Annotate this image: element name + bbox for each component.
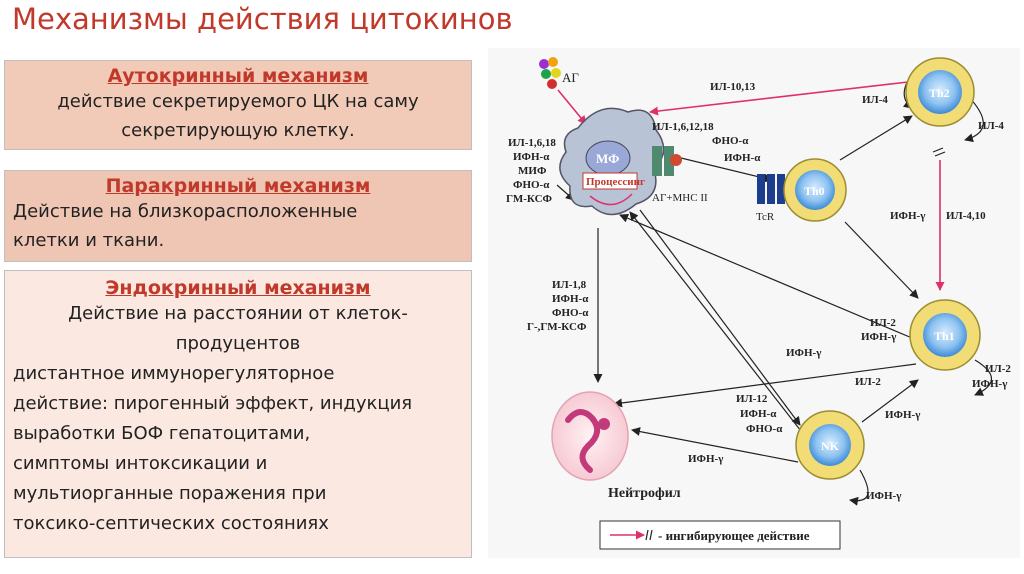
endocrine-line: Действие на расстоянии от клеток- (68, 303, 408, 324)
label-nk-cytokines: ИФН-α (740, 408, 777, 420)
label-il2-th1-self: ИЛ-2 (985, 363, 1011, 375)
arrow-nk-mf (629, 211, 809, 441)
arrow-nk-th1 (861, 379, 919, 423)
autocrine-line: секретирующую клетку. (121, 120, 355, 141)
arrow-nk-self (849, 469, 869, 506)
label-ifn-gamma-nk: ИФН-γ (885, 409, 920, 421)
label-il2-th1: ИФН-γ (861, 331, 896, 343)
autocrine-box: Аутокринный механизм действие секретируе… (4, 60, 472, 150)
label-il-10-13: ИЛ-10,13 (710, 81, 756, 93)
paracrine-line: клетки и ткани. (13, 230, 165, 251)
label-nk-cytokines: ФНО-α (746, 423, 783, 435)
arrow-th2-mf-inhibit (649, 81, 909, 116)
tcr-receptor-icon (757, 174, 785, 204)
label-il2-nk: ИЛ-2 (855, 376, 881, 388)
arrow-mf-nk (639, 209, 801, 426)
arrow-th1-mf (619, 213, 913, 339)
label-mf-right: ФНО-α (712, 135, 749, 147)
label-mf-neutrophil: ФНО-α (552, 307, 589, 319)
label-il-4-10: ИЛ-4,10 (946, 210, 986, 222)
arrow-th0-th2 (839, 115, 913, 161)
endocrine-line: токсико-септических состояниях (13, 513, 329, 534)
label-ifn-gamma-th: ИФН-γ (890, 210, 925, 222)
label-th1: Th1 (934, 329, 955, 343)
arrow-nk-neutrophil (631, 427, 799, 463)
paracrine-heading: Паракринный механизм (105, 175, 371, 197)
label-mf-neutrophil: Г-,ГМ-КСФ (527, 321, 587, 333)
arrow-th1-self (974, 359, 993, 396)
label-mf-left: ИФН-α (513, 151, 550, 163)
label-mf-left: ГМ-КСФ (506, 193, 553, 205)
label-il4-a: ИЛ-4 (862, 94, 888, 106)
paracrine-line: Действие на близкорасположенные (13, 201, 358, 222)
neutrophil-cell (551, 391, 629, 481)
label-mf-neutrophil: ИЛ-1,8 (552, 279, 587, 291)
label-il2-th1-self: ИФН-γ (972, 378, 1007, 390)
endocrine-line: продуцентов (175, 333, 301, 354)
th1-cell (923, 313, 967, 357)
legend-label: - ингибирующее действие (658, 528, 810, 543)
endocrine-line: выработки БОФ гепатоцитами, (13, 423, 311, 444)
label-mf-right: ИЛ-1,6,12,18 (652, 121, 714, 133)
label-tcr: TcR (756, 211, 775, 223)
label-mf-left: МИФ (518, 165, 547, 177)
inhibitory-arrows (557, 81, 945, 291)
label-ifn-gamma-nk-self: ИФН-γ (866, 490, 901, 502)
autocrine-heading: Аутокринный механизм (107, 65, 369, 87)
endocrine-line: действие: пирогенный эффект, индукция (13, 393, 413, 414)
th0-cell (795, 170, 835, 210)
arrow-ag-mf (557, 89, 587, 125)
page-title: Механизмы действия цитокинов (12, 2, 513, 36)
label-mf-left: ФНО-α (513, 179, 550, 191)
endocrine-line: симптомы интоксикации и (13, 453, 268, 474)
endocrine-line: мультиорганные поражения при (13, 483, 327, 504)
label-neutrophil: Нейтрофил (608, 486, 681, 501)
label-processing: Процессинг (586, 176, 645, 188)
label-ifn-alpha-th0: ИФН-α (724, 152, 761, 164)
label-mf-left: ИЛ-1,6,18 (508, 137, 556, 149)
endocrine-line: дистантное иммунорегуляторное (13, 363, 335, 384)
cytokine-network-diagram: АГ МФ Процессинг АГ+МНС II TcR Th0 Th2 T… (488, 48, 1020, 558)
arrow-th0-th1 (844, 221, 919, 299)
label-il2-th1: ИЛ-2 (870, 317, 896, 329)
mhc-receptor-icon (652, 146, 682, 176)
label-nk: NK (821, 439, 840, 453)
endocrine-box: Эндокринный механизм Действие на расстоя… (4, 270, 472, 558)
autocrine-line: действие секретируемого ЦК на саму (57, 91, 419, 112)
label-th0: Th0 (804, 184, 825, 198)
label-mf-neutrophil: ИФН-α (552, 293, 589, 305)
nk-cell (809, 424, 851, 466)
label-nk-cytokines: ИЛ-12 (736, 393, 768, 405)
label-ifn-gamma-mid: ИФН-γ (786, 347, 821, 359)
macrophage-cell: МФ Процессинг (559, 107, 665, 216)
paracrine-box: Паракринный механизм Действие на близкор… (4, 170, 472, 262)
antigen-icon (539, 57, 561, 89)
endocrine-heading: Эндокринный механизм (105, 277, 371, 299)
label-ag: АГ (562, 70, 579, 85)
arrow-th1-neutrophil (613, 363, 917, 408)
label-il4-b: ИЛ-4 (978, 120, 1004, 132)
label-th2: Th2 (929, 86, 950, 100)
legend: - ингибирующее действие (599, 520, 841, 550)
label-ag-mhc: АГ+МНС II (652, 192, 708, 204)
label-mf: МФ (596, 151, 619, 166)
th2-cell (918, 70, 962, 114)
label-ifn-gamma-neutrophil: ИФН-γ (688, 453, 723, 465)
